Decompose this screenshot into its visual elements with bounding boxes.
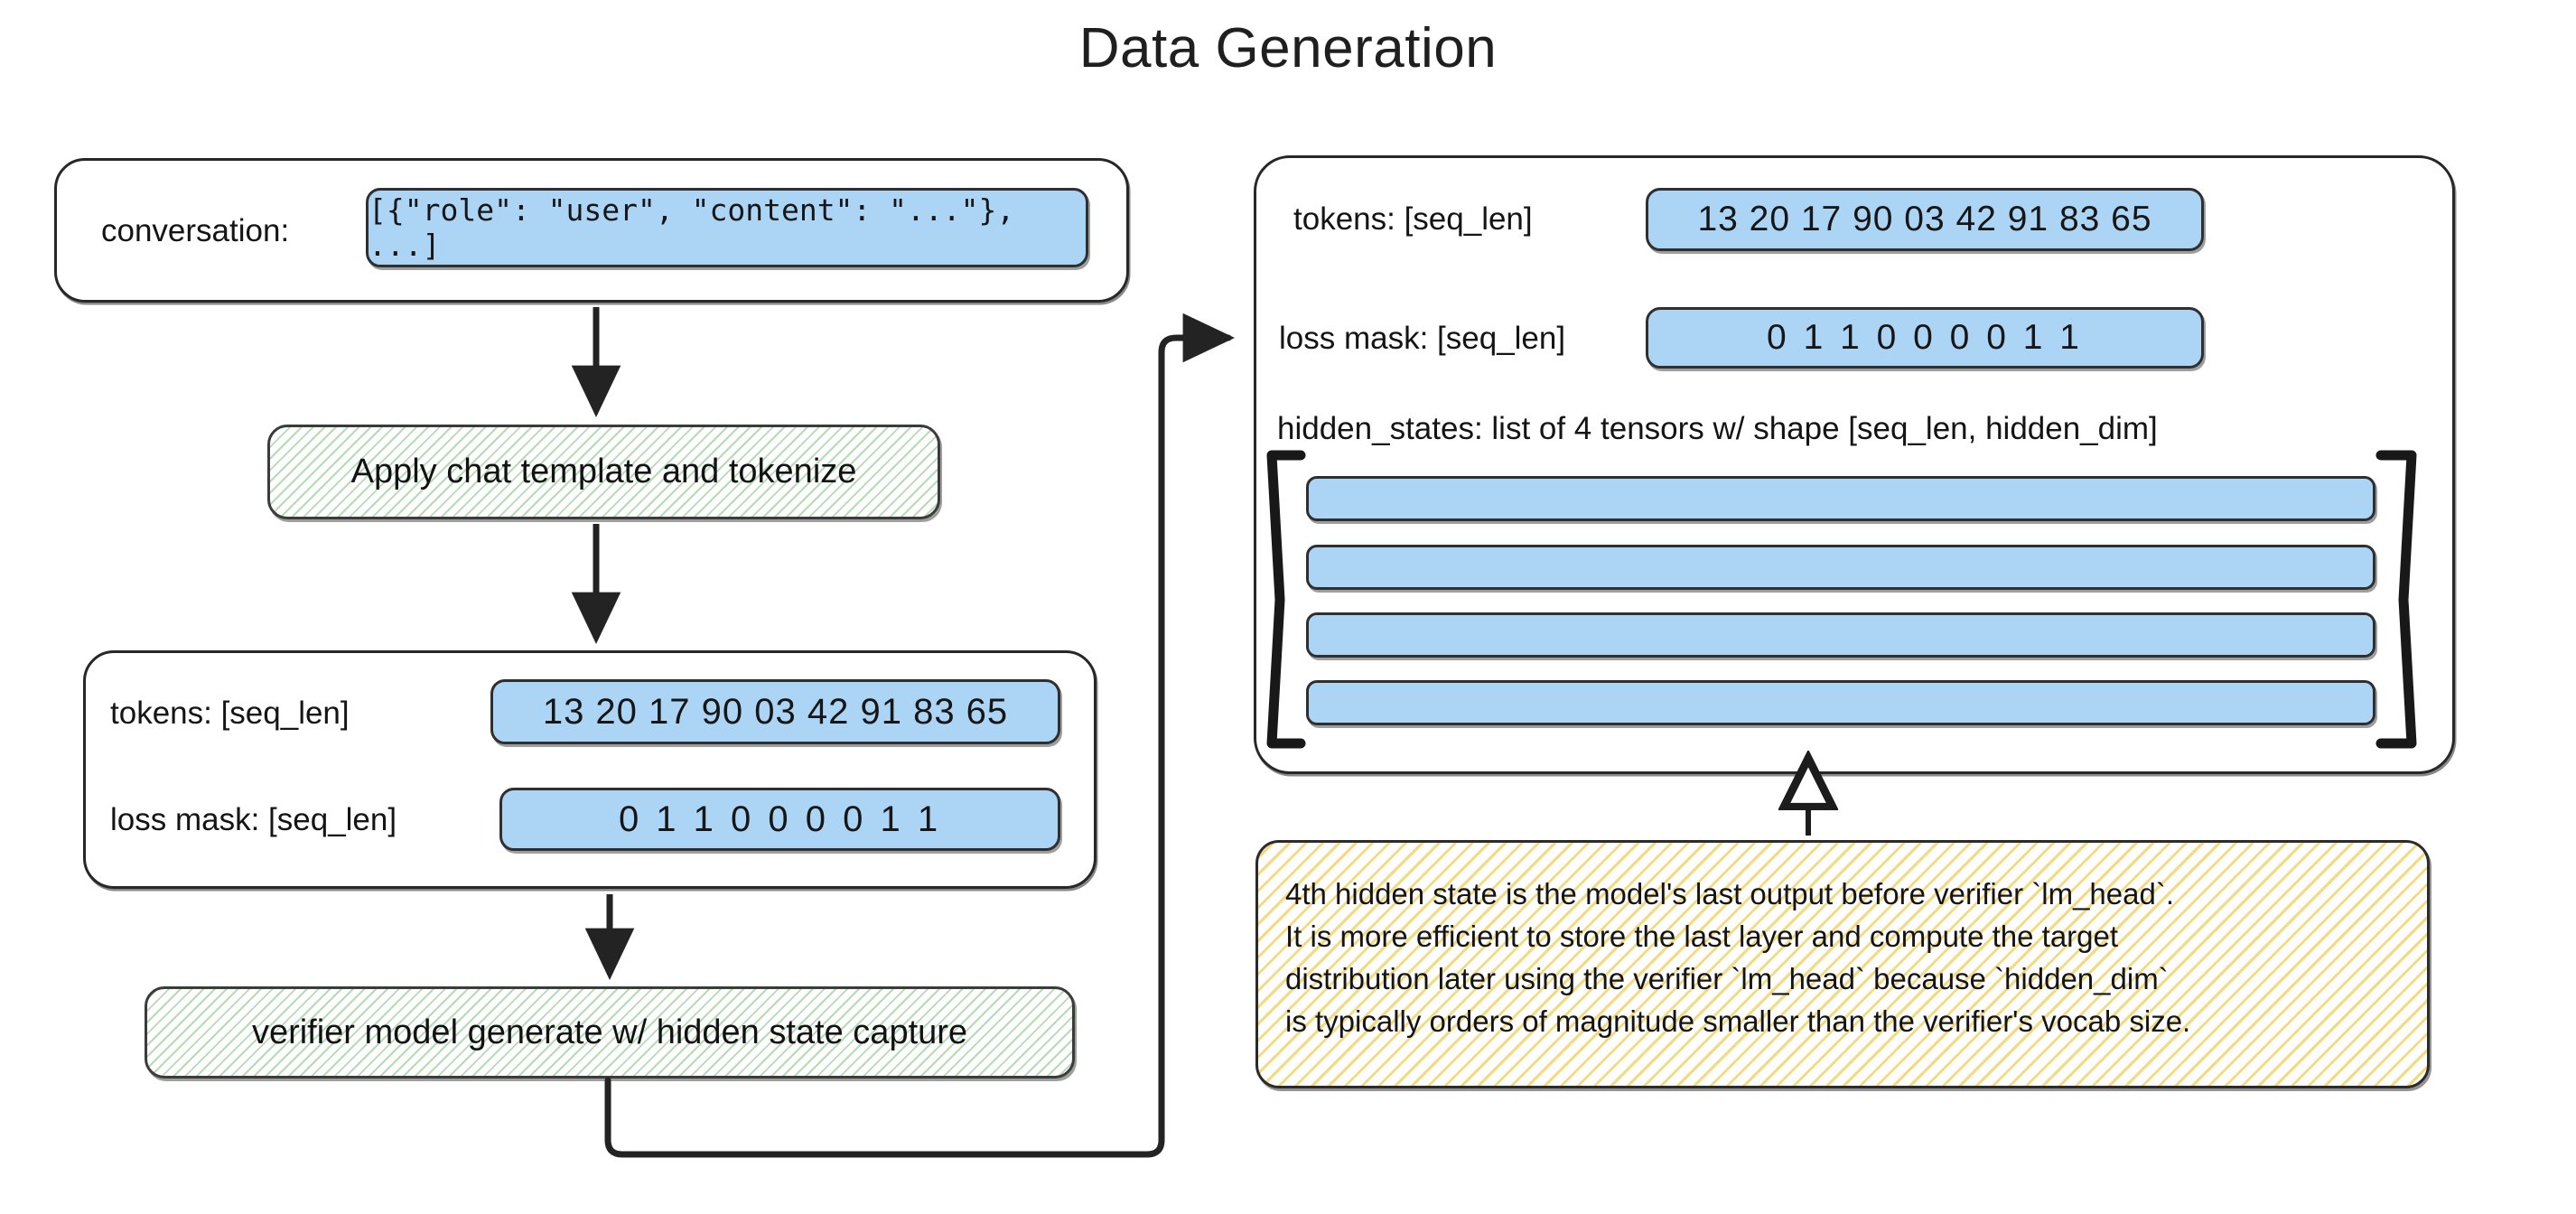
tokens-label-right: tokens: [seq_len] — [1293, 201, 1533, 237]
hidden-state-bar — [1306, 680, 2375, 725]
tokens-value-pill-left: 13 20 17 90 03 42 91 83 65 — [490, 679, 1060, 744]
loss-mask-value-pill-left: 0 1 1 0 0 0 0 1 1 — [499, 788, 1060, 851]
note-line-4: is typically orders of magnitude smaller… — [1285, 1004, 2191, 1038]
conversation-value-pill: [{"role": "user", "content": "..."}, ...… — [366, 188, 1088, 267]
note-box: 4th hidden state is the model's last out… — [1255, 840, 2430, 1088]
hidden-state-bar — [1306, 612, 2375, 658]
hidden-states-label: hidden_states: list of 4 tensors w/ shap… — [1277, 411, 2158, 446]
hidden-state-bar — [1306, 476, 2375, 521]
note-line-3: distribution later using the verifier `l… — [1285, 961, 2169, 995]
page-title: Data Generation — [1078, 17, 1498, 79]
step-verifier-generate: verifier model generate w/ hidden state … — [145, 986, 1075, 1079]
output-panel — [1254, 155, 2455, 774]
tokens-value-pill-right: 13 20 17 90 03 42 91 83 65 — [1646, 188, 2204, 251]
loss-mask-label-left: loss mask: [seq_len] — [110, 802, 397, 837]
step-apply-chat-template: Apply chat template and tokenize — [267, 425, 940, 519]
loss-mask-label-right: loss mask: [seq_len] — [1279, 321, 1566, 356]
note-line-1: 4th hidden state is the model's last out… — [1285, 877, 2175, 910]
tokens-label-left: tokens: [seq_len] — [110, 696, 350, 731]
conversation-label: conversation: — [101, 213, 290, 248]
hidden-state-bar — [1306, 545, 2375, 590]
note-line-2: It is more efficient to store the last l… — [1285, 919, 2119, 953]
loss-mask-value-pill-right: 0 1 1 0 0 0 0 1 1 — [1646, 307, 2204, 369]
